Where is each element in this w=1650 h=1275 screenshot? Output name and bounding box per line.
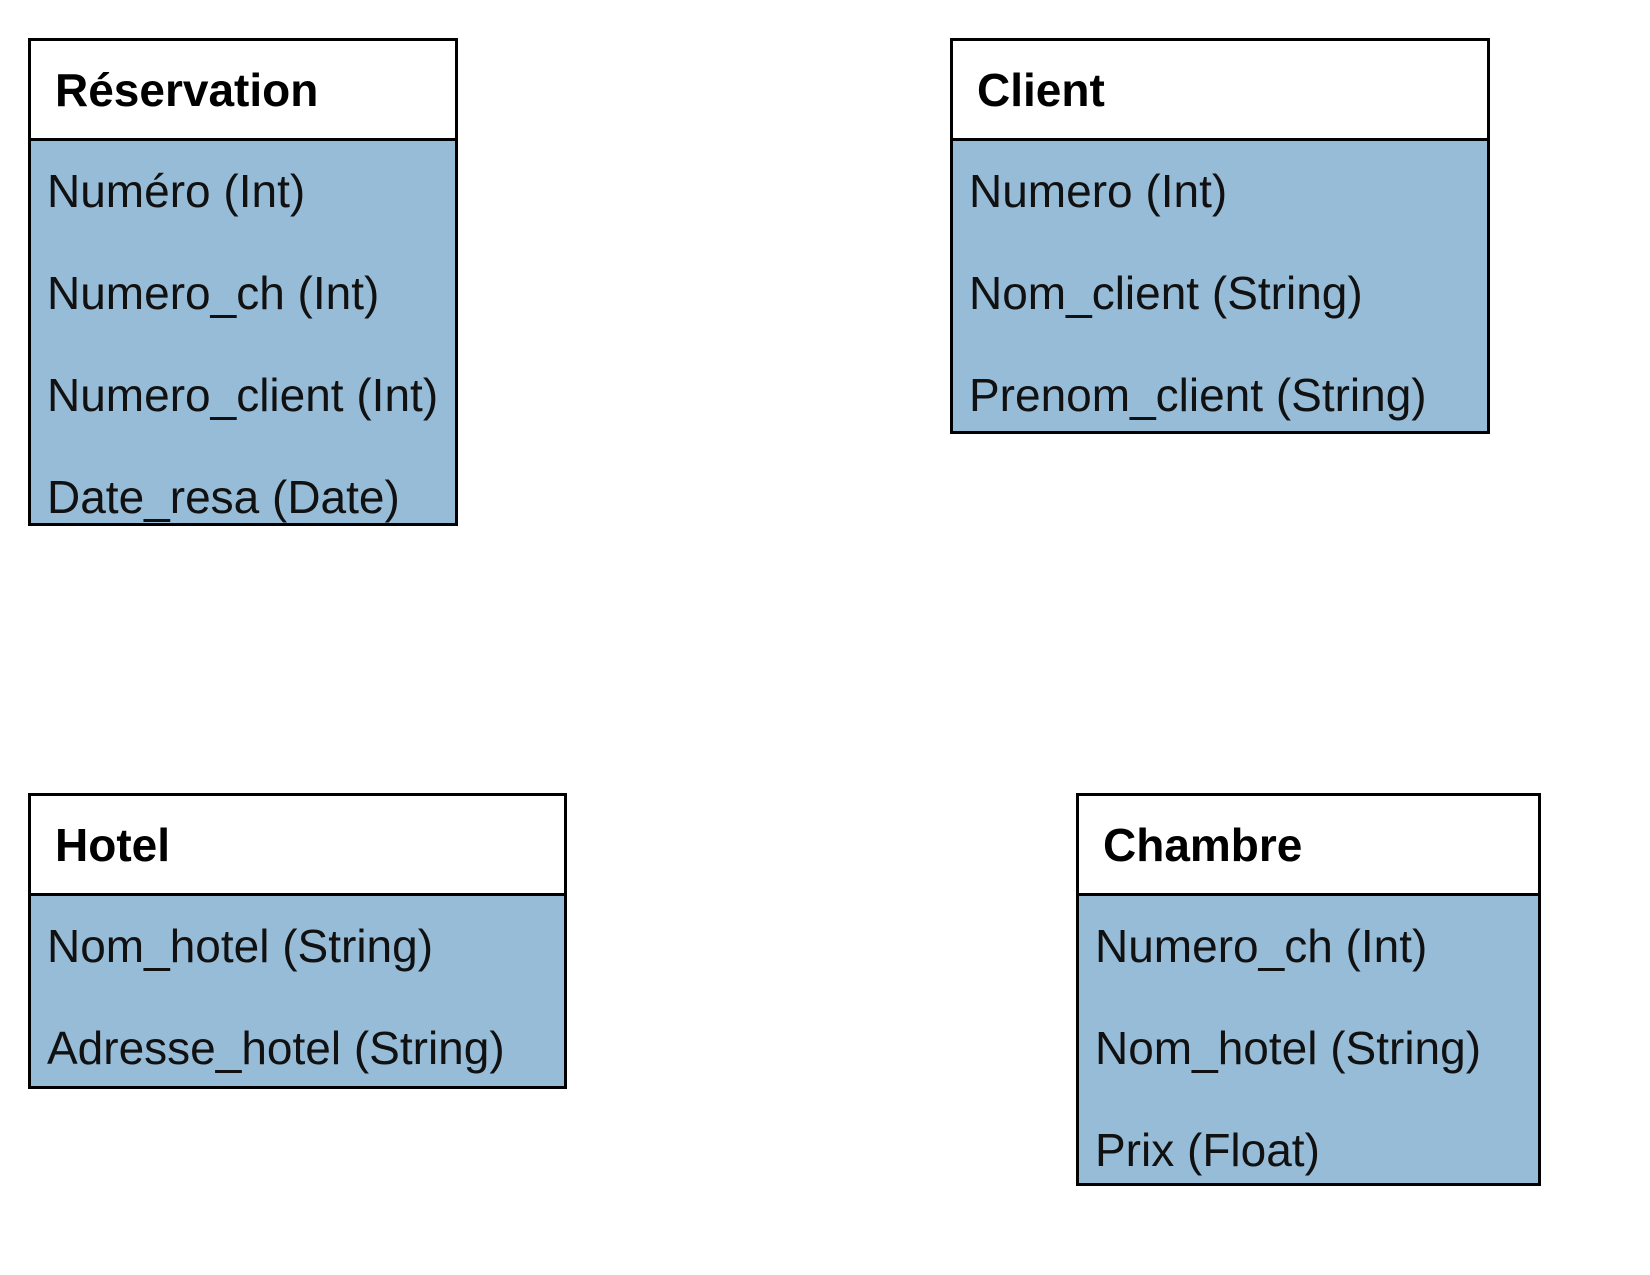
entity-header: Client: [953, 41, 1487, 141]
entity-attribute: Numero_client (Int): [47, 369, 439, 421]
entity-client[interactable]: Client Numero (Int) Nom_client (String) …: [950, 38, 1490, 434]
entity-attribute: Numéro (Int): [47, 165, 306, 217]
entity-attribute: Nom_hotel (String): [47, 920, 434, 972]
entity-hotel[interactable]: Hotel Nom_hotel (String) Adresse_hotel (…: [28, 793, 567, 1089]
entity-attribute: Numero_ch (Int): [1095, 920, 1428, 972]
entity-attribute: Date_resa (Date): [47, 471, 400, 523]
entity-reservation[interactable]: Réservation Numéro (Int) Numero_ch (Int)…: [28, 38, 458, 526]
entity-attribute: Numero_ch (Int): [47, 267, 380, 319]
entity-header: Hotel: [31, 796, 564, 896]
entity-attribute: Nom_client (String): [969, 267, 1363, 319]
entity-attribute: Adresse_hotel (String): [47, 1022, 505, 1074]
entity-title: Client: [977, 63, 1105, 116]
entity-attribute: Prenom_client (String): [969, 369, 1427, 421]
entity-title: Réservation: [55, 63, 319, 116]
entity-header: Chambre: [1079, 796, 1538, 896]
entity-attribute: Nom_hotel (String): [1095, 1022, 1482, 1074]
entity-header: Réservation: [31, 41, 455, 141]
entity-title: Hotel: [55, 818, 170, 871]
entity-attribute: Prix (Float): [1095, 1124, 1320, 1176]
entity-title: Chambre: [1103, 818, 1303, 871]
entity-attribute: Numero (Int): [969, 165, 1228, 217]
entity-chambre[interactable]: Chambre Numero_ch (Int) Nom_hotel (Strin…: [1076, 793, 1541, 1186]
